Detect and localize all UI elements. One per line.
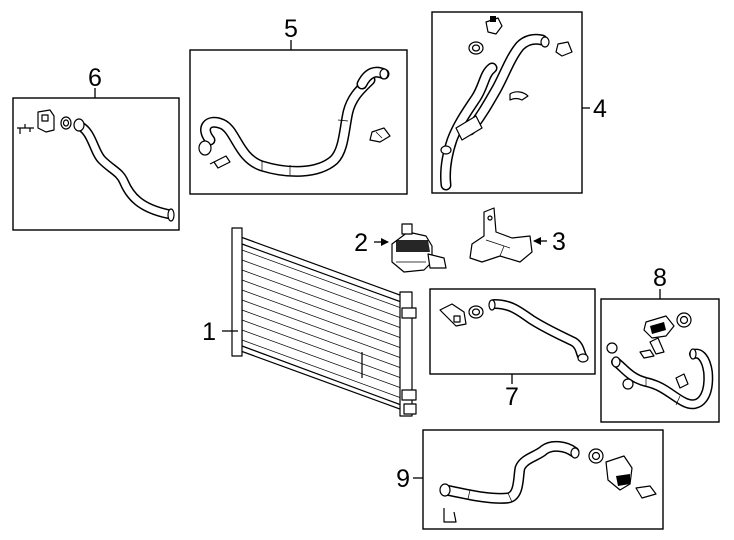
hose-icon	[611, 348, 714, 410]
hose-icon	[198, 66, 390, 177]
callout-group-9: 9	[396, 429, 664, 530]
callout-group-3: 3	[469, 207, 566, 263]
parts-box-4	[431, 11, 583, 194]
hose-clamp-icon	[588, 448, 657, 499]
hose-icon	[73, 118, 175, 222]
connector-icon	[605, 455, 633, 491]
callout-label-5[interactable]: 5	[284, 15, 298, 43]
callout-label-3[interactable]: 3	[552, 228, 566, 256]
hose-clamp-icon	[468, 305, 484, 319]
hose-clamp-icon	[369, 127, 391, 143]
callout-label-4[interactable]: 4	[593, 95, 607, 123]
coolant-pump-icon	[391, 223, 447, 273]
hose-clamp-icon	[606, 312, 692, 390]
callout-group-5: 5	[189, 15, 408, 195]
callout-label-7[interactable]: 7	[505, 383, 519, 411]
connector-icon	[643, 315, 675, 355]
callout-label-6[interactable]: 6	[88, 64, 102, 92]
callout-group-4: 4	[431, 11, 607, 194]
connector-icon	[439, 303, 467, 327]
hose-icon	[440, 33, 550, 191]
radiator-icon	[231, 227, 417, 417]
hose-clamp-icon	[60, 116, 72, 130]
hose-icon	[488, 299, 589, 363]
callout-group-7: 7	[429, 288, 596, 411]
connector-icon	[37, 109, 55, 133]
callout-group-8: 8	[600, 264, 720, 423]
callout-label-8[interactable]: 8	[653, 264, 667, 292]
clip-icon	[17, 124, 34, 134]
callout-label-9[interactable]: 9	[396, 465, 410, 493]
connector-icon	[485, 16, 503, 35]
fastener-icon	[209, 155, 231, 169]
callout-group-2: 2	[354, 223, 447, 273]
clip-icon	[443, 508, 457, 523]
parts-box-7	[429, 288, 596, 375]
hose-icon	[439, 440, 580, 504]
callout-label-1[interactable]: 1	[202, 318, 216, 346]
callout-group-6: 6	[12, 64, 180, 231]
mounting-bracket-icon	[469, 207, 533, 263]
callout-label-2[interactable]: 2	[354, 229, 368, 257]
hose-clamp-icon	[468, 41, 573, 101]
callout-group-1: 1	[202, 227, 417, 417]
